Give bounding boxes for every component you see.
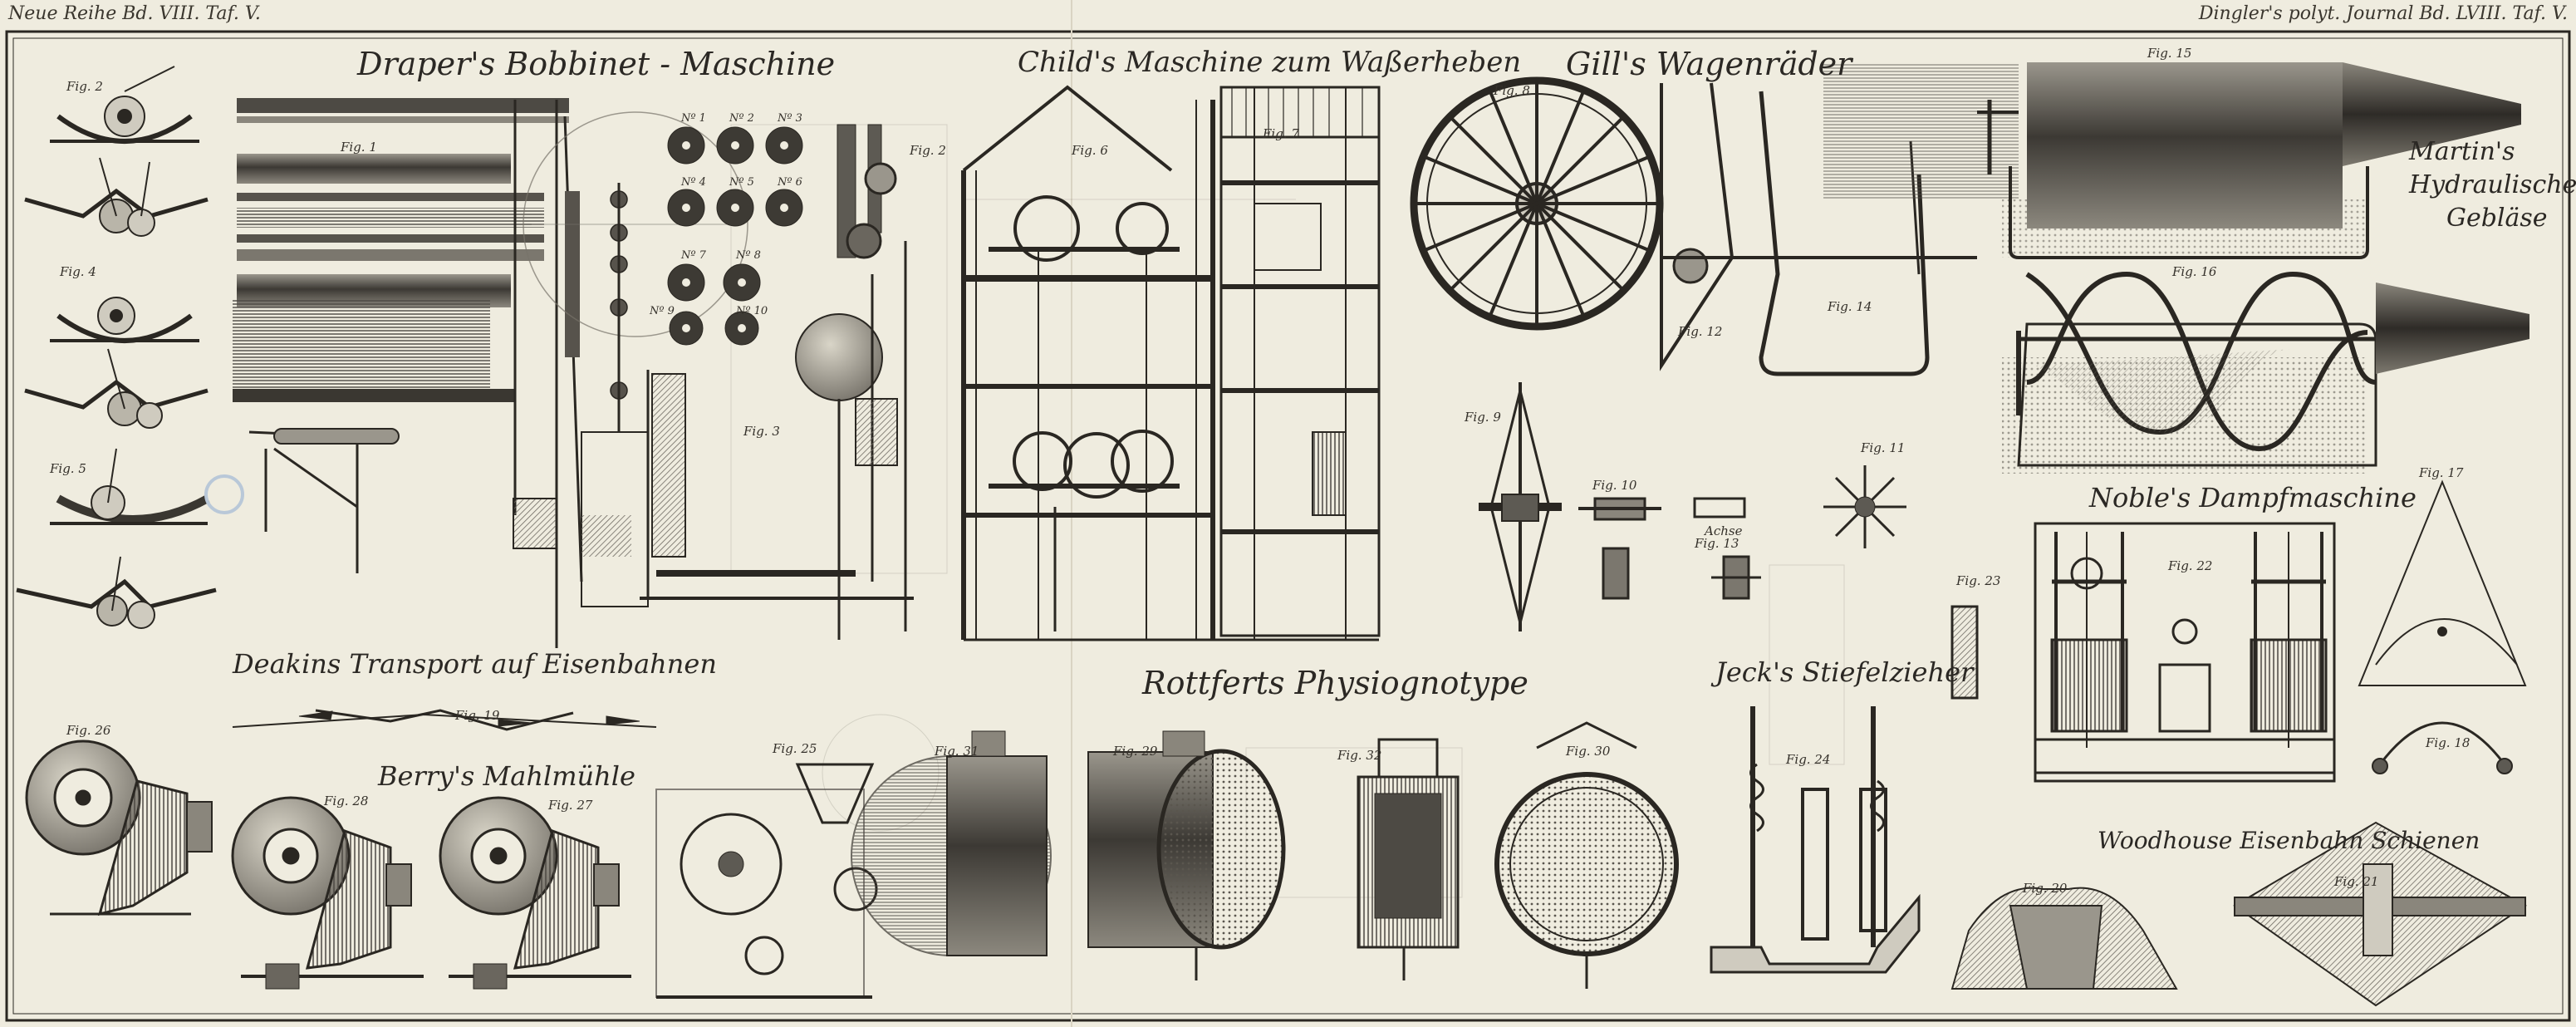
fig-label: Fig. 1	[341, 140, 377, 155]
fig-label: Fig. 8	[1494, 83, 1530, 98]
gear-number-label: Nº 5	[729, 176, 754, 189]
fig-label: Fig. 23	[1956, 573, 2001, 588]
gear-number-label: Nº 3	[778, 112, 802, 125]
fig-label: Fig. 20	[2023, 881, 2068, 896]
inner-border	[12, 37, 2564, 1015]
journal-header: Dingler's polyt. Journal Bd. LVIII. Taf.…	[2198, 3, 2568, 24]
gear-number-label: Nº 2	[729, 112, 754, 125]
bobbinet-machine-drawing	[233, 98, 748, 648]
fig-label: Fig. 6	[1072, 143, 1108, 158]
fig-label: Fig. 17	[2419, 465, 2464, 480]
fig-label: Fig. 9	[1465, 410, 1501, 425]
gear-number-label: Nº 10	[736, 305, 768, 317]
bobbin-carriers-drawing	[16, 66, 217, 629]
title-martin-line3: Gebläse	[2446, 204, 2548, 233]
plate-series-header: Neue Reihe Bd. VIII. Taf. V.	[8, 3, 261, 24]
gear-number-label: Nº 4	[681, 176, 706, 189]
fig-label: Fig. 13	[1695, 536, 1739, 551]
rail-transport-drawing	[232, 709, 657, 731]
title-draper: Draper's Bobbinet - Maschine	[357, 46, 836, 82]
fig-label: Fig. 2	[66, 79, 103, 94]
fig-label: Fig. 29	[1113, 744, 1158, 759]
fig-label: Fig. 25	[773, 741, 817, 756]
fig-label: Fig. 32	[1337, 748, 1382, 763]
gear-samples-drawing	[667, 126, 803, 346]
fig-label: Fig. 31	[935, 744, 979, 759]
fig-label: Fig. 11	[1861, 440, 1906, 455]
gear-number-label: Nº 8	[736, 249, 761, 262]
fig-label: Fig. 3	[743, 424, 780, 439]
fig-label: Fig. 7	[1263, 126, 1299, 141]
gear-number-label: Nº 7	[681, 249, 706, 262]
fig17-fig18-drawing	[2358, 479, 2527, 774]
fig-label: Fig. 5	[50, 461, 86, 476]
title-jeck: Jeck's Stiefelzieher	[1715, 656, 1974, 688]
fig-label: Fig. 21	[2334, 874, 2379, 889]
fig-label: Fig. 4	[60, 264, 96, 279]
water-lifting-machine-drawing	[640, 85, 1381, 641]
fig-label: Fig. 2	[910, 143, 946, 158]
title-child: Child's Maschine zum Waßerheben	[1018, 46, 1522, 79]
title-noble: Noble's Dampfmaschine	[2089, 482, 2417, 514]
fig-label: Fig. 30	[1566, 744, 1611, 759]
boot-jack-drawing	[1710, 706, 1921, 974]
gear-number-label: Nº 1	[681, 112, 706, 125]
title-martin-line1: Martin's	[2409, 137, 2515, 166]
hydraulic-blower-drawing	[1823, 62, 2529, 474]
title-martin-line2: Hydraulisches	[2409, 170, 2576, 199]
fig-label: Fig. 22	[2168, 558, 2213, 573]
title-deakin: Deakins Transport auf Eisenbahnen	[233, 648, 717, 680]
fig-label: Fig. 14	[1828, 299, 1872, 314]
fig-label: Fig. 12	[1678, 324, 1723, 339]
grinding-mill-drawing	[25, 740, 631, 990]
water-machine-hatching	[1231, 87, 1363, 137]
fig-label: Fig. 28	[324, 794, 369, 808]
axle-label: Achse	[1705, 523, 1743, 538]
outer-border	[5, 30, 2571, 1022]
fig-label: Fig. 26	[66, 723, 111, 738]
library-stamp	[204, 474, 244, 514]
physiognotype-drawing	[655, 721, 1679, 999]
fig-label: Fig. 19	[455, 708, 500, 723]
fig-label: Fig. 18	[2426, 735, 2471, 750]
gear-number-label: Nº 6	[778, 176, 802, 189]
title-rottferts: Rottferts Physiognotype	[1142, 665, 1528, 701]
fig-label: Fig. 15	[2147, 46, 2192, 61]
fig-label: Fig. 24	[1786, 752, 1831, 767]
title-gill: Gill's Wagenräder	[1566, 46, 1852, 82]
fig-label: Fig. 10	[1592, 478, 1637, 493]
title-berry: Berry's Mahlmühle	[378, 760, 635, 792]
title-woodhouse: Woodhouse Eisenbahn Schienen	[2098, 827, 2480, 854]
railway-rails-drawing	[1950, 821, 2527, 1007]
fig-label: Fig. 16	[2172, 264, 2217, 279]
carriage-wheel-drawing	[1410, 76, 1977, 631]
fig-label: Fig. 27	[548, 798, 593, 813]
gear-number-label: Nº 9	[650, 305, 675, 317]
steam-engine-drawing	[1823, 465, 2336, 783]
